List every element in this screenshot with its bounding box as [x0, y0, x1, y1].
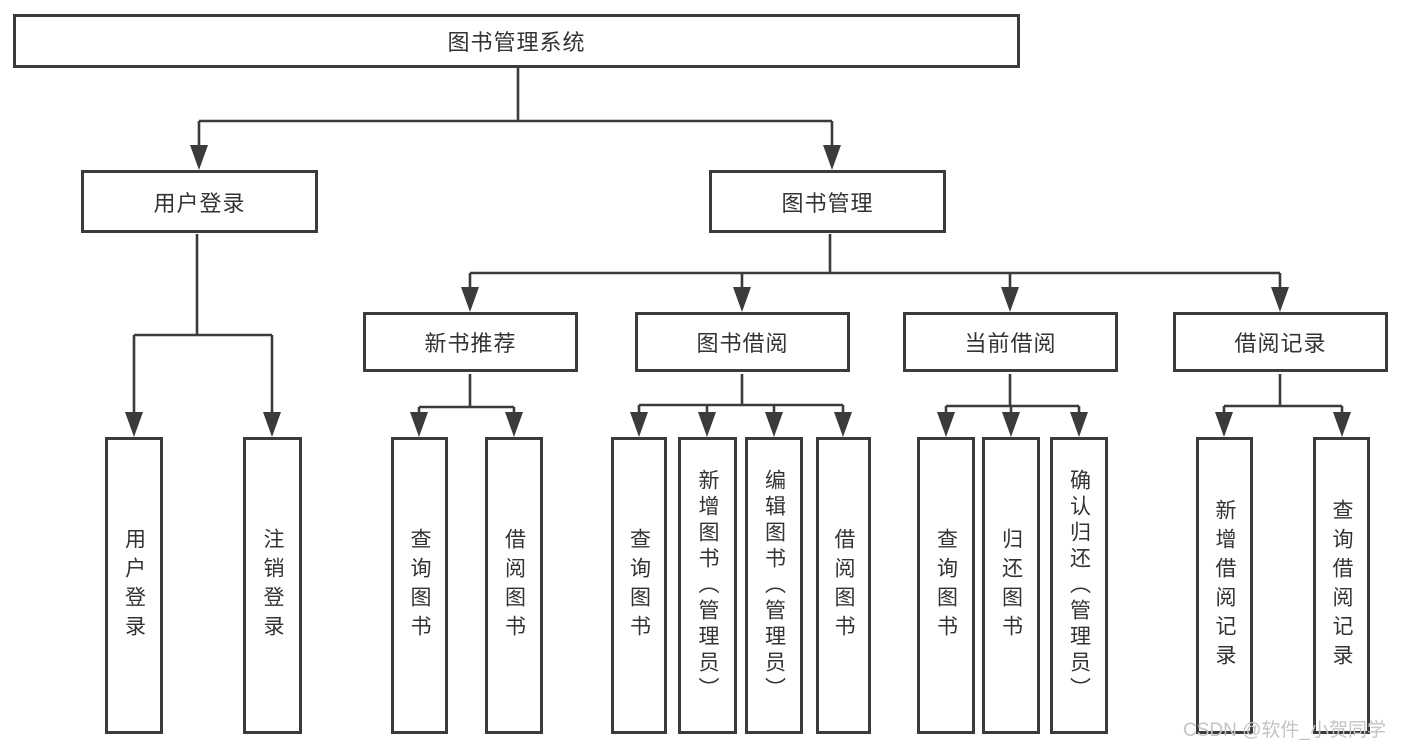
node-label: 新增借阅记录	[1213, 498, 1236, 673]
node-current-borrow: 当前借阅	[903, 312, 1118, 372]
node-user-login: 用户登录	[81, 170, 318, 233]
watermark: CSDN @软件_小贺同学	[1183, 720, 1386, 741]
leaf-logout: 注销登录	[243, 437, 302, 734]
node-label: 用户登录	[153, 190, 246, 216]
leaf-edit-book-admin: 编辑图书（管理员）	[745, 437, 803, 734]
node-book-borrow: 图书借阅	[635, 312, 850, 372]
leaf-query-book-recommend: 查询图书	[391, 437, 448, 734]
leaf-return-book: 归还图书	[982, 437, 1040, 734]
node-label: 确认归还（管理员）	[1067, 468, 1091, 703]
node-label: 借阅图书	[502, 527, 526, 644]
node-label: 当前借阅	[964, 331, 1057, 356]
node-label: 查询图书	[627, 527, 651, 644]
leaf-borrow-book: 借阅图书	[816, 437, 871, 734]
node-label: 借阅图书	[832, 527, 855, 644]
leaf-add-borrow-record: 新增借阅记录	[1196, 437, 1253, 734]
leaf-add-book-admin: 新增图书（管理员）	[678, 437, 737, 734]
node-library-system: 图书管理系统	[13, 14, 1020, 68]
node-label: 查询图书	[934, 527, 958, 644]
node-borrow-records: 借阅记录	[1173, 312, 1388, 372]
leaf-user-login: 用户登录	[105, 437, 163, 734]
node-label: 编辑图书（管理员）	[762, 468, 786, 703]
leaf-query-book-borrow: 查询图书	[611, 437, 667, 734]
node-label: 注销登录	[261, 527, 284, 644]
node-label: 新书推荐	[424, 331, 517, 356]
node-label: 图书管理系统	[447, 30, 586, 55]
node-label: 查询图书	[408, 527, 431, 644]
node-label: 用户登录	[122, 527, 146, 644]
node-label: 新增图书（管理员）	[696, 468, 719, 703]
node-new-book-recommend: 新书推荐	[363, 312, 578, 372]
node-label: 图书借阅	[696, 331, 789, 356]
leaf-query-borrow-record: 查询借阅记录	[1313, 437, 1370, 734]
leaf-confirm-return-admin: 确认归还（管理员）	[1050, 437, 1108, 734]
node-label: 图书管理	[781, 190, 874, 216]
node-label: 借阅记录	[1234, 331, 1327, 356]
node-book-management: 图书管理	[709, 170, 946, 233]
node-label: 查询借阅记录	[1330, 498, 1353, 673]
node-label: 归还图书	[999, 527, 1023, 644]
leaf-query-book-current: 查询图书	[917, 437, 975, 734]
leaf-borrow-book-recommend: 借阅图书	[485, 437, 543, 734]
